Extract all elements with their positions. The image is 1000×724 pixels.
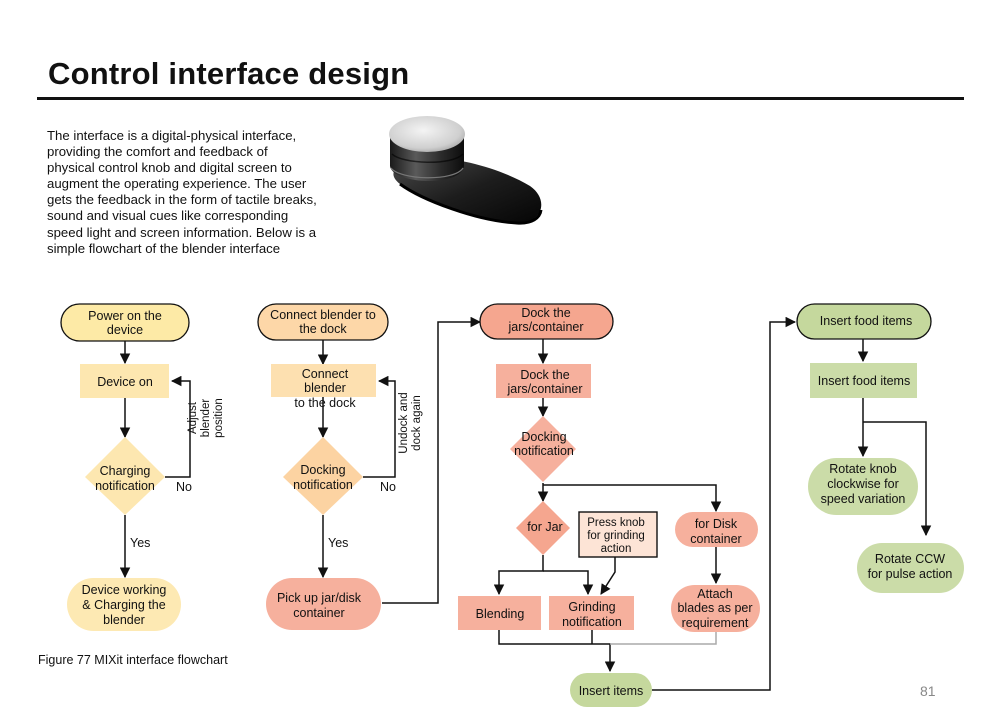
node-blending-shape	[458, 596, 541, 630]
node-insert-food-rect-shape	[810, 363, 917, 398]
flow-edges	[119, 316, 932, 691]
node-insert-food-terminal-shape	[796, 303, 932, 340]
node-docking1-shape	[283, 437, 363, 515]
intro-line: physical control knob and digital screen…	[47, 160, 292, 176]
node-for-jar-label: for Jar	[527, 520, 562, 534]
node-pickup-shape	[266, 578, 381, 630]
edge-attach-insert	[610, 632, 717, 645]
intro-line: The interface is a digital-physical inte…	[47, 128, 297, 143]
node-blending-label: Blending	[476, 607, 525, 621]
figure-caption: Figure 77 MIXit interface flowchart	[38, 653, 228, 667]
edge-food-rect-ccw	[863, 421, 932, 537]
node-power-shape	[60, 303, 190, 342]
side-label-undock: Undock anddock again	[398, 392, 423, 453]
edge-label-yes: Yes	[328, 536, 348, 550]
node-device-on-shape	[80, 364, 169, 398]
edge-blending-insert	[498, 630, 616, 673]
node-insert-food-rect-label: Insert food items	[818, 374, 910, 388]
intro-line: sound and visual cues like corresponding	[47, 208, 289, 224]
page-title: Control interface design	[48, 56, 410, 91]
edge-jar-grinding	[543, 570, 594, 596]
intro-line: speed light and screen information. Belo…	[47, 224, 317, 240]
edge-insert-items-food	[652, 316, 797, 691]
node-grinding-shape	[549, 596, 634, 630]
edge-label-no: No	[380, 480, 396, 494]
flow-side-labels: Adjustblenderposition Undock anddock aga…	[187, 392, 423, 453]
flow-edge-labels: Yes No Yes No	[130, 480, 396, 550]
node-for-jar-shape	[516, 501, 570, 555]
intro-line: simple flowchart of the blender interfac…	[47, 240, 281, 256]
node-charging-shape	[85, 437, 165, 515]
node-insert-items-shape	[570, 673, 652, 707]
node-insert-items-label: Insert items	[579, 684, 644, 698]
edge-pickup-dock	[382, 316, 482, 604]
title-underline	[37, 97, 964, 100]
flow-nodes	[60, 303, 964, 707]
node-rotate-knob-shape	[808, 458, 918, 515]
base-edge	[399, 182, 543, 225]
knob-top	[389, 116, 465, 152]
knob-grip	[391, 153, 464, 163]
node-connect-dock-shape	[257, 303, 389, 341]
edge-charging-no	[165, 375, 191, 478]
node-rotate-ccw-shape	[857, 543, 964, 593]
edge-press-knob-grinding	[600, 557, 616, 595]
node-dock-terminal-shape	[479, 303, 614, 340]
side-label-adjust: Adjustblenderposition	[187, 398, 225, 438]
node-docking2-shape	[510, 416, 576, 482]
node-for-disk-shape	[675, 512, 758, 547]
node-insert-food-terminal-label: Insert food items	[820, 314, 912, 328]
node-dock-rect-shape	[496, 364, 591, 398]
node-device-working-shape	[67, 578, 181, 631]
edge-jar-split	[493, 555, 544, 596]
node-device-on-label: Device on	[97, 375, 153, 389]
intro-line: providing the comfort and feedback of	[47, 144, 268, 160]
intro-line: augment the operating experience. The us…	[47, 176, 307, 192]
edge-docking-no	[363, 375, 396, 478]
edge-label-yes: Yes	[130, 536, 150, 550]
edge-notif-disk	[543, 484, 722, 513]
node-connect-blender-shape	[271, 364, 376, 397]
page-number: 81	[920, 683, 936, 699]
intro-line: gets the feedback in the form of tactile…	[47, 192, 317, 208]
intro-paragraph: The interface is a digital-physical inte…	[47, 128, 347, 257]
edge-label-no: No	[176, 480, 192, 494]
knob-ring	[390, 167, 464, 179]
control-knob-product-image	[389, 116, 543, 225]
node-press-knob-shape	[578, 511, 658, 558]
node-attach-shape	[671, 585, 760, 632]
